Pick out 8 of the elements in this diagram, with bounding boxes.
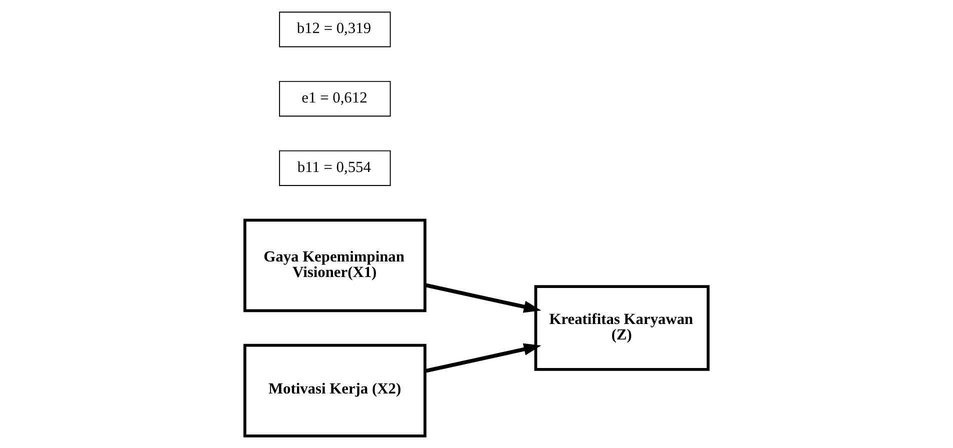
node-box: Motivasi Kerja (X2): [243, 344, 426, 438]
node-box: Gaya Kepemimpinan Visioner(X1): [243, 218, 426, 312]
node-box: e1 = 0,612: [279, 80, 391, 117]
arrow: [424, 343, 542, 373]
arrow: [424, 283, 542, 313]
node-box: b12 = 0,319: [279, 12, 391, 48]
node-box: b11 = 0,554: [279, 150, 391, 186]
node-box: Kreatifitas Karyawan (Z): [534, 285, 710, 371]
